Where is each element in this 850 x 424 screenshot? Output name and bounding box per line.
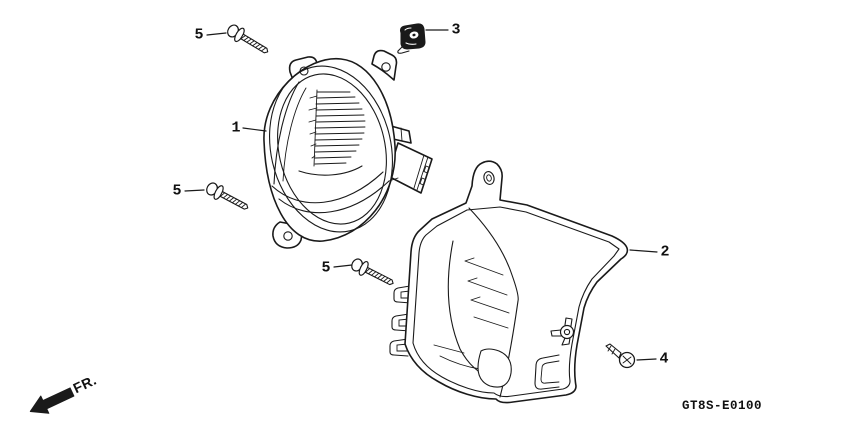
leader-line-part4 xyxy=(636,358,657,361)
leader-line-part2 xyxy=(629,249,658,253)
callout-part5-left: 5 xyxy=(172,183,181,200)
ear-bolt-hole xyxy=(299,66,309,76)
shroud-bracket xyxy=(534,354,560,390)
ear-bolt-hole xyxy=(381,62,391,72)
leader-line-part5a xyxy=(206,32,227,36)
shroud-clip-tabs xyxy=(389,285,412,357)
tapping-screw-part xyxy=(605,343,636,369)
front-arrow-icon xyxy=(29,387,75,414)
drawing-code: GT8S-E0100 xyxy=(682,399,762,413)
leader-line-part5b xyxy=(184,189,205,192)
callout-part3: 3 xyxy=(451,22,460,39)
fan-cover-louvers xyxy=(308,89,366,167)
flange-bolt-lower xyxy=(348,255,398,291)
engine-shroud-part xyxy=(389,160,629,404)
ear-bolt-hole xyxy=(283,231,293,241)
clip-nut-part xyxy=(397,23,426,54)
fan-cover-mounting-ear xyxy=(371,49,398,81)
callout-part1: 1 xyxy=(231,120,240,137)
callout-part2: 2 xyxy=(660,244,669,261)
callout-part5-top: 5 xyxy=(194,27,203,44)
front-direction-arrow: FR. xyxy=(29,371,99,414)
callout-part5-lower: 5 xyxy=(321,260,330,277)
leader-line-part5c xyxy=(333,264,353,268)
fan-cover-part xyxy=(263,49,433,249)
flange-bolt-left xyxy=(203,179,252,216)
shroud-body xyxy=(404,160,629,404)
front-direction-label: FR. xyxy=(70,371,99,396)
callout-part4: 4 xyxy=(659,351,668,368)
fan-cover-flange xyxy=(263,58,396,242)
shroud-tab-hole xyxy=(483,171,495,185)
shroud-interior xyxy=(433,240,512,388)
leader-line-part1 xyxy=(242,127,267,132)
shroud-wing-boss xyxy=(550,317,575,346)
flange-bolt-top xyxy=(224,21,273,59)
